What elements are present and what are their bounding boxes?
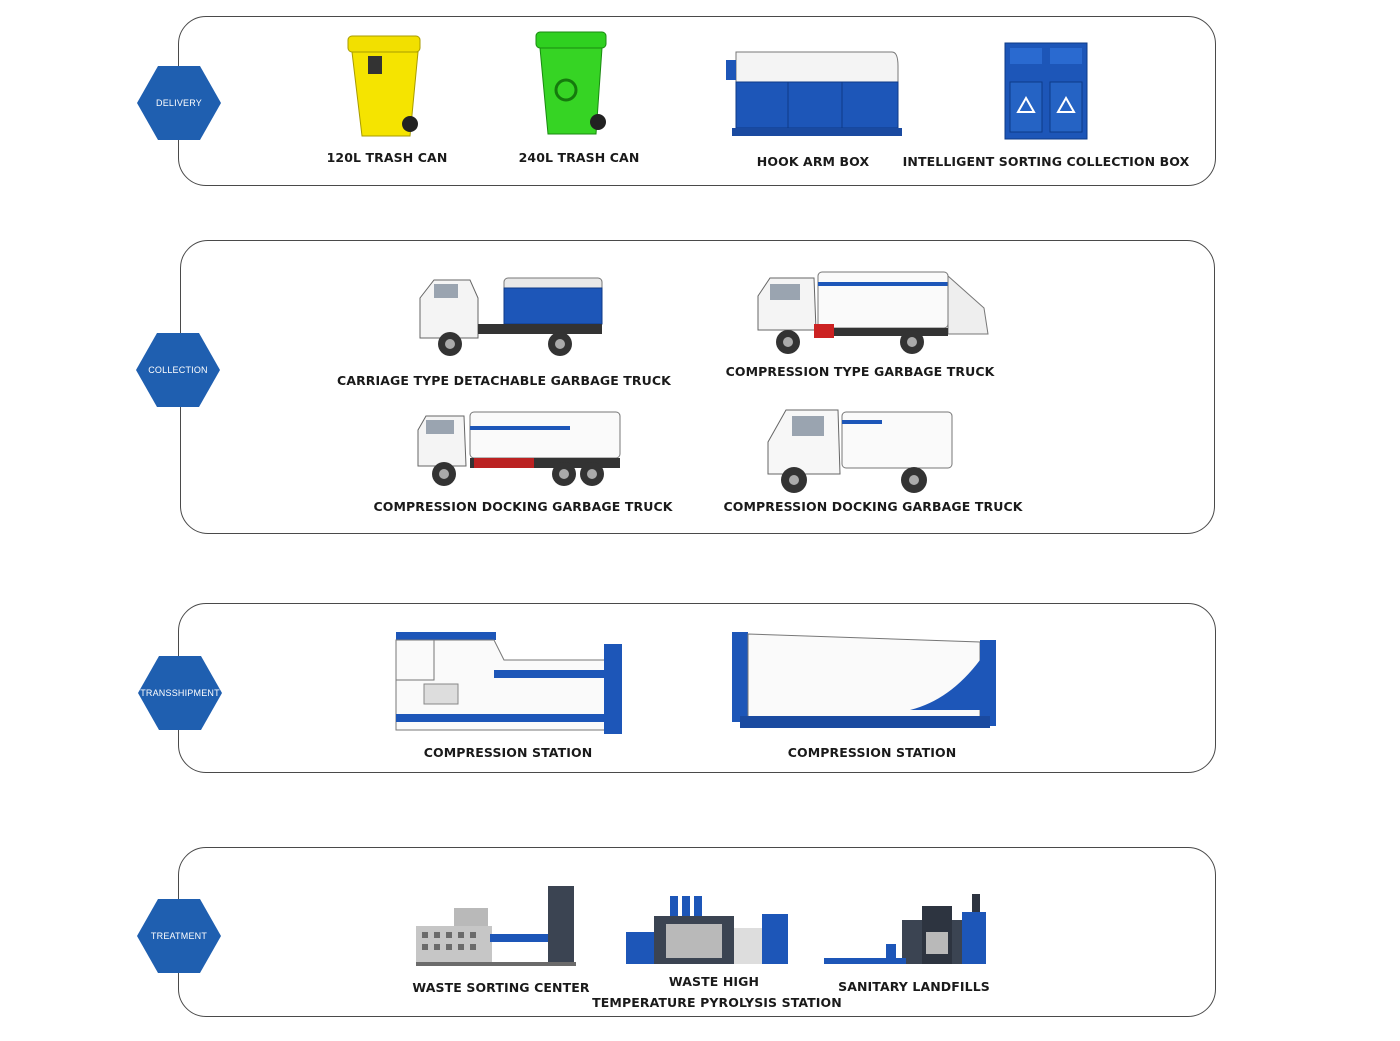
item-label: 240L TRASH CAN (518, 150, 640, 165)
stage-name: TREATMENT (150, 931, 208, 941)
docking-truck-large-icon (417, 411, 621, 486)
docking-truck-small-icon (767, 409, 953, 493)
item-label-line2: TEMPERATURE PYROLYSIS STATION (592, 995, 842, 1010)
stage-badge-delivery: DELIVERY (137, 66, 221, 140)
stage-badge-treatment: TREATMENT (137, 899, 221, 973)
stage-name: DELIVERY (156, 98, 202, 108)
item-label: HOOK ARM BOX (756, 154, 870, 169)
item-label: COMPRESSION DOCKING GARBAGE TRUCK (723, 499, 1023, 514)
detachable-truck-icon (419, 277, 603, 356)
stage-badge-transshipment: TRANSSHIPMENT (138, 656, 222, 730)
sorting-center-icon (416, 886, 576, 966)
green-trash-can-icon (535, 31, 607, 135)
item-label: 120L TRASH CAN (326, 150, 448, 165)
hook-arm-box-icon (726, 51, 902, 136)
collection-panel (180, 240, 1215, 534)
item-label: SANITARY LANDFILLS (838, 979, 990, 994)
item-label: WASTE HIGH (668, 974, 760, 989)
item-label: COMPRESSION TYPE GARBAGE TRUCK (725, 364, 995, 379)
transshipment-panel (178, 603, 1216, 773)
item-label: INTELLIGENT SORTING COLLECTION BOX (902, 154, 1190, 169)
stage-name: COLLECTION (148, 365, 208, 375)
item-label: CARRIAGE TYPE DETACHABLE GARBAGE TRUCK (337, 373, 671, 388)
compression-truck-icon (757, 271, 989, 354)
item-label: COMPRESSION STATION (787, 745, 957, 760)
landfill-icon (824, 894, 986, 964)
yellow-trash-can-icon (347, 35, 421, 137)
compression-container-icon (732, 632, 996, 728)
pyrolysis-station-icon (626, 896, 788, 964)
item-label: WASTE SORTING CENTER (412, 980, 590, 995)
compression-station-icon (395, 632, 622, 734)
item-label: COMPRESSION STATION (423, 745, 593, 760)
stage-badge-collection: COLLECTION (136, 333, 220, 407)
stage-name: TRANSSHIPMENT (140, 688, 220, 698)
sorting-box-icon (1004, 42, 1088, 140)
item-label: COMPRESSION DOCKING GARBAGE TRUCK (373, 499, 673, 514)
